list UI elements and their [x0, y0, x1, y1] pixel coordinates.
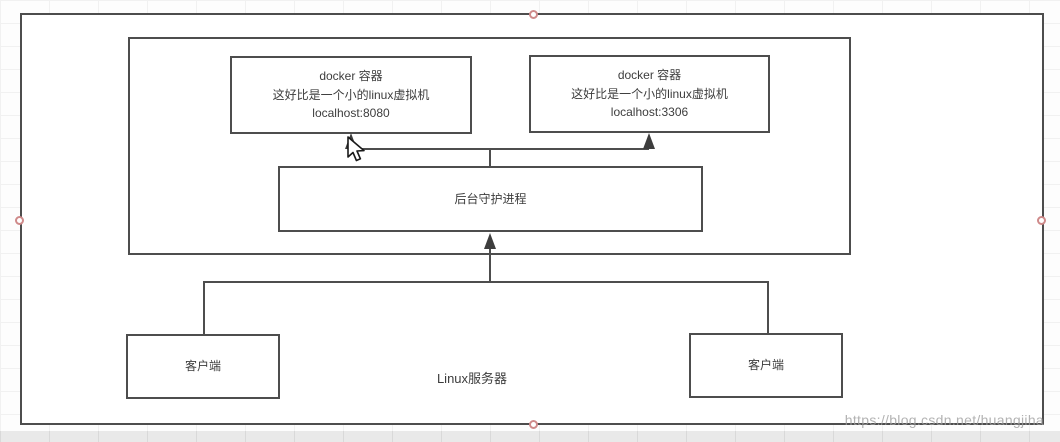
connector-daemon-to-containers[interactable] — [351, 148, 649, 150]
selection-handle-right[interactable] — [1037, 216, 1046, 225]
connector-daemon-riser[interactable] — [489, 150, 491, 167]
client-box-label: 客户端 — [747, 358, 784, 373]
daemon-box[interactable]: 后台守护进程 — [278, 166, 703, 232]
docker-box-address: localhost:8080 — [312, 106, 390, 121]
connector-client-left-vertical[interactable] — [203, 281, 205, 335]
connector-client-right-vertical[interactable] — [767, 281, 769, 333]
arrowhead-up-icon — [643, 133, 655, 149]
connector-clients-horizontal[interactable] — [203, 281, 769, 283]
client-box-left[interactable]: 客户端 — [126, 334, 280, 399]
arrowhead-up-icon — [484, 233, 496, 249]
selection-handle-top[interactable] — [529, 10, 538, 19]
linux-server-label: Linux服务器 — [436, 371, 508, 386]
docker-container-box-3306[interactable]: docker 容器 这好比是一个小的linux虚拟机 localhost:330… — [529, 55, 770, 133]
spreadsheet-bottom-row — [0, 431, 1060, 442]
mouse-cursor-icon — [347, 136, 365, 162]
selection-handle-bottom[interactable] — [529, 420, 538, 429]
daemon-box-label: 后台守护进程 — [454, 191, 527, 206]
docker-container-box-8080[interactable]: docker 容器 这好比是一个小的linux虚拟机 localhost:808… — [230, 56, 472, 134]
docker-box-title: docker 容器 — [319, 69, 383, 84]
watermark-url: https://blog.csdn.net/huangjiha — [844, 412, 1044, 428]
docker-box-desc: 这好比是一个小的linux虚拟机 — [571, 86, 728, 101]
connector-clients-to-daemon[interactable] — [489, 247, 491, 283]
client-box-right[interactable]: 客户端 — [689, 333, 843, 398]
docker-box-address: localhost:3306 — [610, 105, 689, 120]
docker-box-title: docker 容器 — [617, 68, 682, 83]
selection-handle-left[interactable] — [15, 216, 24, 225]
client-box-label: 客户端 — [184, 359, 221, 374]
docker-box-desc: 这好比是一个小的linux虚拟机 — [272, 87, 430, 102]
